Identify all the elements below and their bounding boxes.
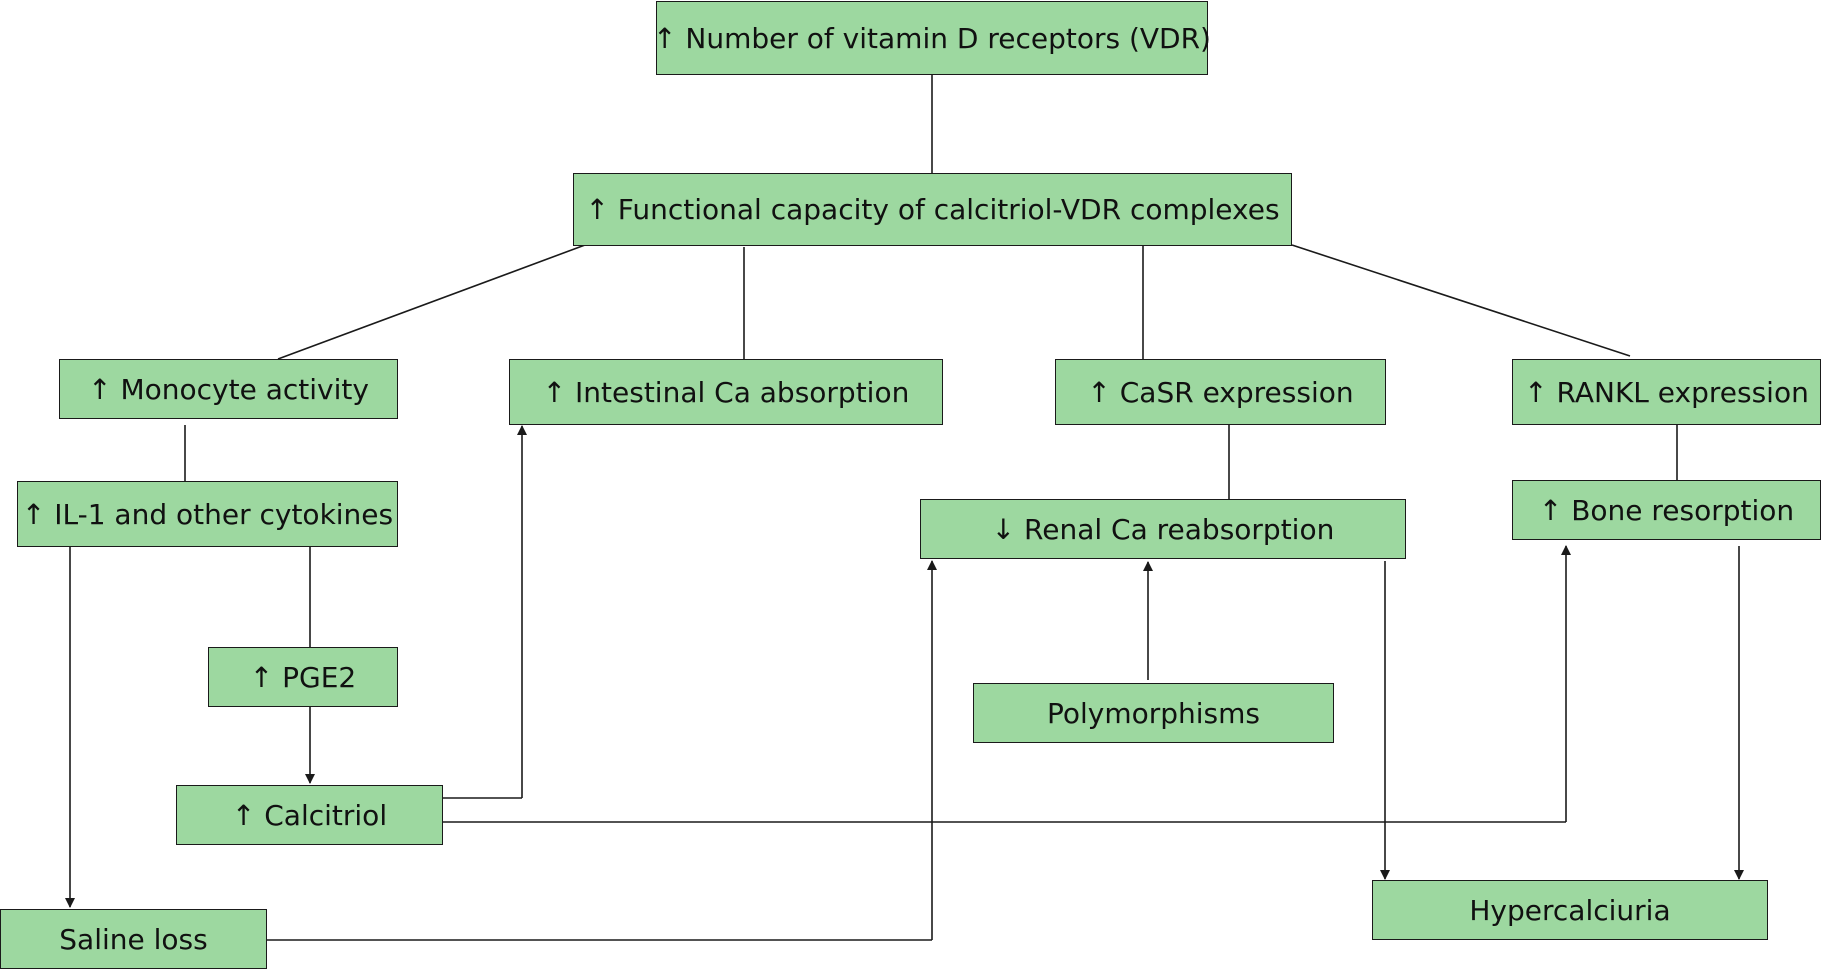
rankl-expression-node: ↑ RANKL expression xyxy=(1512,359,1821,425)
casr-expression-node: ↑ CaSR expression xyxy=(1055,359,1386,425)
pge2-node: ↑ PGE2 xyxy=(208,647,398,707)
saline-loss-node: Saline loss xyxy=(0,909,267,969)
link-functional-monocyte xyxy=(277,244,586,360)
renal-reabsorption-node: ↓ Renal Ca reabsorption xyxy=(920,499,1406,559)
il1-cytokines-node: ↑ IL-1 and other cytokines xyxy=(17,481,398,547)
bone-resorption-node: ↑ Bone resorption xyxy=(1512,480,1821,540)
functional-capacity-node: ↑ Functional capacity of calcitriol-VDR … xyxy=(573,173,1292,246)
link-functional-rankl xyxy=(1291,244,1631,357)
intestinal-absorption-node: ↑ Intestinal Ca absorption xyxy=(509,359,943,425)
polymorphisms-node: Polymorphisms xyxy=(973,683,1334,743)
connector-lines xyxy=(65,75,1744,941)
calcitriol-node: ↑ Calcitriol xyxy=(176,785,443,845)
vdr-node: ↑ Number of vitamin D receptors (VDR) xyxy=(653,1,1211,75)
hypercalciuria-node: Hypercalciuria xyxy=(1372,880,1768,940)
monocyte-activity-node: ↑ Monocyte activity xyxy=(59,359,398,419)
